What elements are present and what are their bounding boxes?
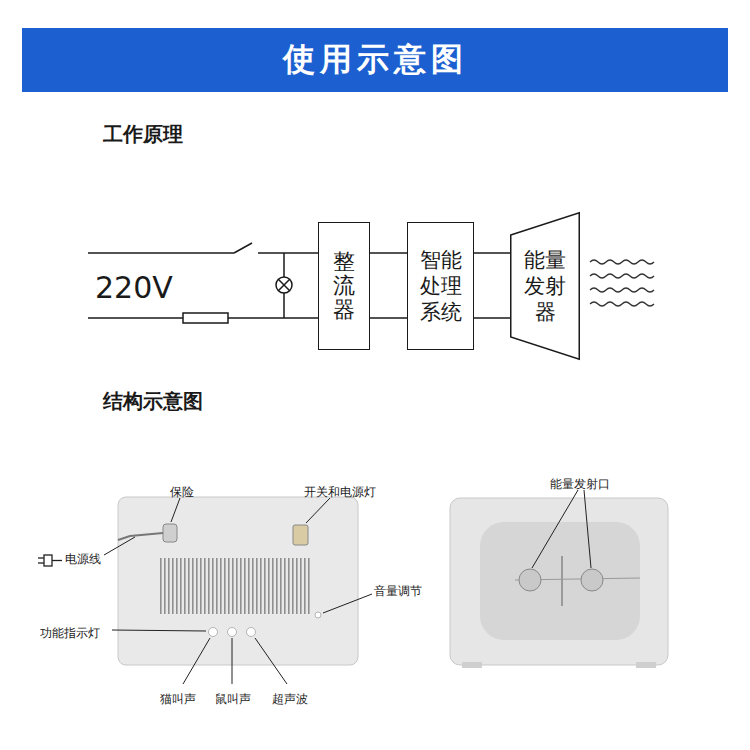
energy-waves — [590, 260, 654, 306]
part-label: 音量调节 — [374, 580, 422, 600]
part-label-text: 保险 — [170, 485, 194, 499]
plug-pin — [38, 557, 44, 558]
leader-line — [532, 490, 578, 568]
leader-line — [255, 638, 287, 684]
device-foot — [636, 662, 656, 668]
part-label: 超声波 — [272, 688, 308, 708]
plug-icon — [38, 555, 62, 566]
plug-cord — [52, 560, 62, 561]
section-heading: 工作原理 — [103, 121, 183, 148]
node-text: 能量发射器 — [524, 247, 566, 326]
section-heading: 结构示意图 — [103, 388, 203, 415]
section-heading-text: 结构示意图 — [103, 389, 203, 413]
switch-button — [293, 525, 308, 545]
part-label-text: 电源线 — [65, 552, 101, 566]
part-label-text: 音量调节 — [374, 584, 422, 598]
part-label: 能量发射口 — [550, 473, 610, 493]
volume-knob — [315, 612, 321, 618]
part-label: 保险 — [170, 481, 194, 501]
part-label-text: 开关和电源灯 — [304, 485, 376, 499]
wire — [258, 252, 318, 254]
connector-wire — [474, 317, 510, 319]
leader-line — [232, 638, 233, 684]
voltage-label: 220V — [95, 270, 173, 305]
leader-line — [104, 537, 135, 555]
power-cord — [118, 533, 163, 540]
fuse-symbol — [183, 313, 228, 323]
wave — [590, 260, 654, 264]
leader-line — [171, 498, 180, 522]
indicator-light — [247, 628, 256, 637]
part-label: 猫叫声 — [160, 688, 196, 708]
part-label-text: 猫叫声 — [160, 692, 196, 706]
part-label-text: 功能指示灯 — [40, 626, 100, 640]
emitter-port — [581, 569, 603, 591]
lamp-cross — [278, 279, 289, 290]
part-label: 电源线 — [65, 548, 101, 568]
title-banner — [22, 28, 728, 92]
leader-line — [323, 594, 372, 613]
voltage-label-text: 220V — [95, 270, 173, 305]
device-front — [118, 497, 358, 665]
leader-lines — [104, 490, 591, 684]
indicator-light — [228, 628, 237, 637]
wire — [88, 317, 183, 319]
part-label-text: 超声波 — [272, 692, 308, 706]
plug-pin — [38, 562, 44, 563]
fuse-holder — [163, 524, 177, 542]
process-box: 智能处理系统 — [407, 222, 474, 350]
wire — [88, 252, 234, 254]
circuit-wires — [88, 243, 318, 323]
connector-wire — [370, 252, 407, 254]
wave — [590, 302, 654, 306]
leader-line — [183, 638, 210, 684]
switch-symbol — [234, 243, 252, 253]
emitter-port — [519, 569, 541, 591]
node-text: 整流器 — [333, 250, 355, 323]
trapezoid-shape — [511, 213, 580, 360]
emitter-trapezoid: 能量发射器 — [510, 212, 580, 360]
lamp-symbol — [276, 277, 292, 293]
leader-line — [112, 630, 206, 631]
connector-wire — [370, 317, 407, 319]
indicator-light — [209, 628, 218, 637]
process-box: 整流器 — [318, 222, 370, 350]
back-bar — [561, 556, 563, 606]
part-label: 鼠叫声 — [215, 688, 251, 708]
part-label-text: 能量发射口 — [550, 477, 610, 491]
node-text: 智能处理系统 — [420, 247, 462, 326]
speaker-grill — [160, 558, 310, 614]
connector-wire — [474, 252, 510, 254]
part-label-text: 鼠叫声 — [215, 692, 251, 706]
wire — [228, 317, 318, 319]
leader-line — [584, 490, 591, 568]
section-heading-text: 工作原理 — [103, 122, 183, 146]
back-shade — [480, 522, 640, 640]
device-foot — [462, 662, 482, 668]
leader-line — [306, 498, 330, 523]
wave — [590, 274, 654, 278]
title-box: 使用示意图 — [22, 28, 728, 92]
part-label: 开关和电源灯 — [304, 481, 376, 501]
plug-body — [44, 555, 52, 566]
wave — [590, 288, 654, 292]
title: 使用示意图 — [283, 38, 468, 82]
lamp-cross — [278, 279, 289, 290]
wire — [283, 253, 285, 277]
part-label: 功能指示灯 — [40, 622, 100, 642]
wire — [283, 293, 285, 318]
